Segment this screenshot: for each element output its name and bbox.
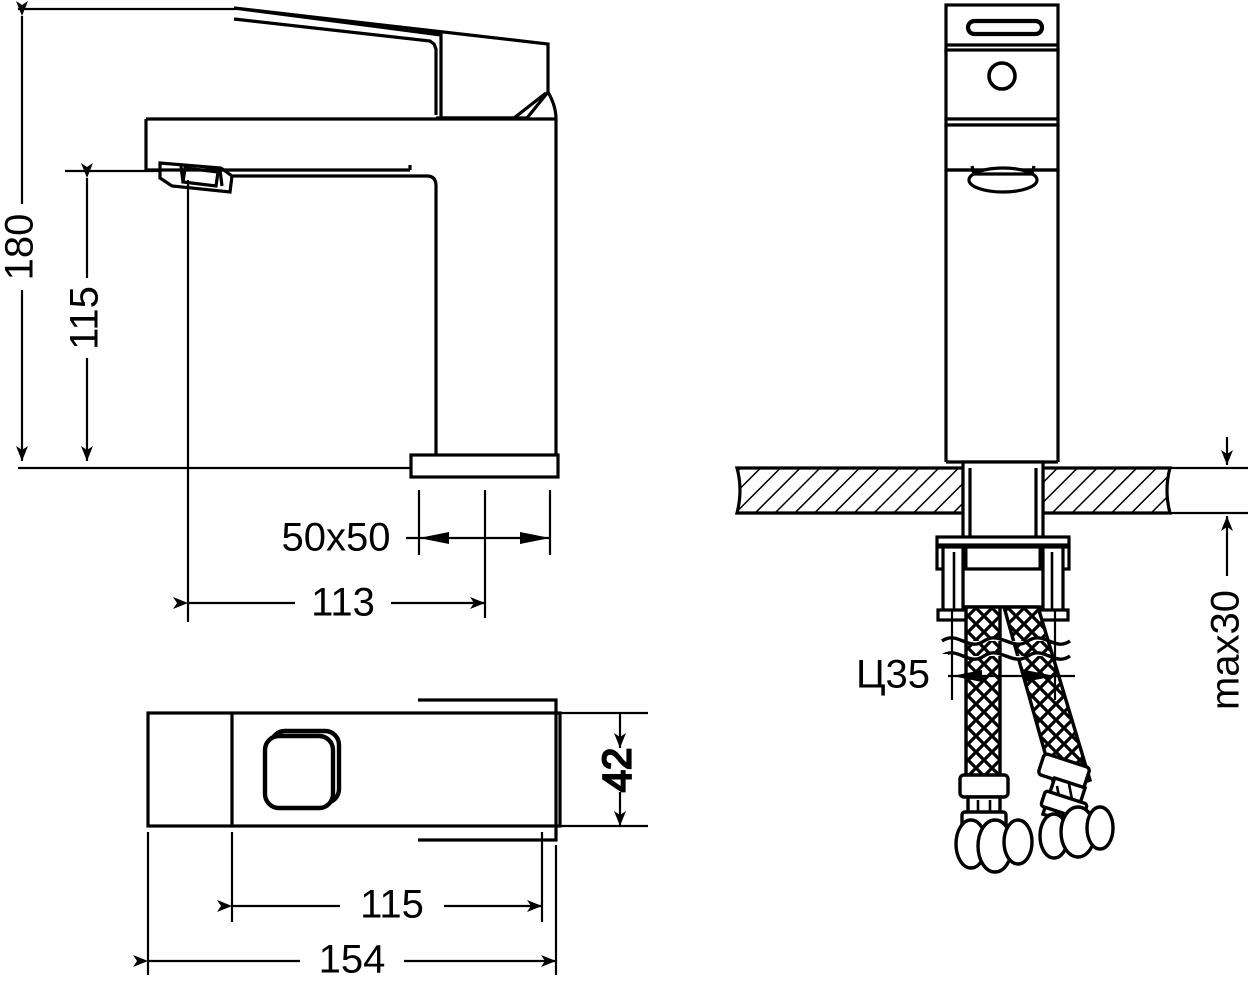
hose-left-nut-c [1002,818,1034,866]
hose-break-line-upper [941,636,1071,646]
dim-label-phi35: Ц35 [856,653,930,697]
dim-label-113: 113 [311,581,375,625]
side-elevation-view [144,6,560,479]
dim-arrow-phi35-right [1025,670,1055,682]
dim-arrow-50-left [419,532,449,544]
index-plug-circle [987,61,1017,91]
side-view-dim-labels: 180 115 [0,214,107,350]
hose-right [1001,605,1093,795]
base-plate [409,453,560,479]
lever-underside-line [233,17,438,115]
shank-body [961,460,1045,542]
lever-slot [965,18,1045,37]
mid-body [944,123,1060,172]
dim-label-max30: max30 [1204,590,1248,710]
dim-label-42: 42 [596,748,640,793]
hose-right-nut-c [1085,805,1115,851]
dim-arrow-50-right [520,532,550,544]
inner-column-outline [352,174,438,463]
dim-label-154: 154 [319,938,386,981]
dim-label-180: 180 [0,214,42,281]
plan-lever-hub-inner [262,733,336,811]
plan-view-dim-labels: 115 154 [300,883,444,981]
body-column-outline [408,119,558,465]
top-plan-view [146,698,562,842]
plan-body-rect [146,711,562,828]
side-view-width-labels: 50x50 113 [266,516,406,625]
braided-hoses [941,605,1115,874]
front-elevation-view [944,3,1060,464]
side-view-dimensions [16,1,410,470]
side-view-width-dimensions [173,180,552,622]
front-view-dimensions [930,437,1248,700]
dim-label-50x50: 50x50 [282,516,391,560]
aerator-outline [158,161,234,194]
washer-plate-upper [935,535,1071,547]
lever-right-round [546,91,558,120]
hose-left [964,605,1002,784]
tap-shank [961,460,1045,542]
dim-label-115-plan: 115 [360,883,424,927]
hose-left-ferrule [958,773,1010,799]
countertop-section [734,466,1173,515]
countertop-slab-left [734,466,965,515]
countertop-slab-right [1041,466,1173,515]
nut-body [961,567,1045,609]
plan-handle-overhang [418,698,558,842]
dim-arrow-phi35-left [952,670,982,682]
hose-break-line-lower [941,651,1071,661]
dim-label-115-vertical: 115 [63,286,107,350]
aerator-inner-rect [181,166,220,188]
front-view-dim-labels: Ц35 max30 [838,590,1248,710]
aerator-ellipse [967,166,1039,194]
